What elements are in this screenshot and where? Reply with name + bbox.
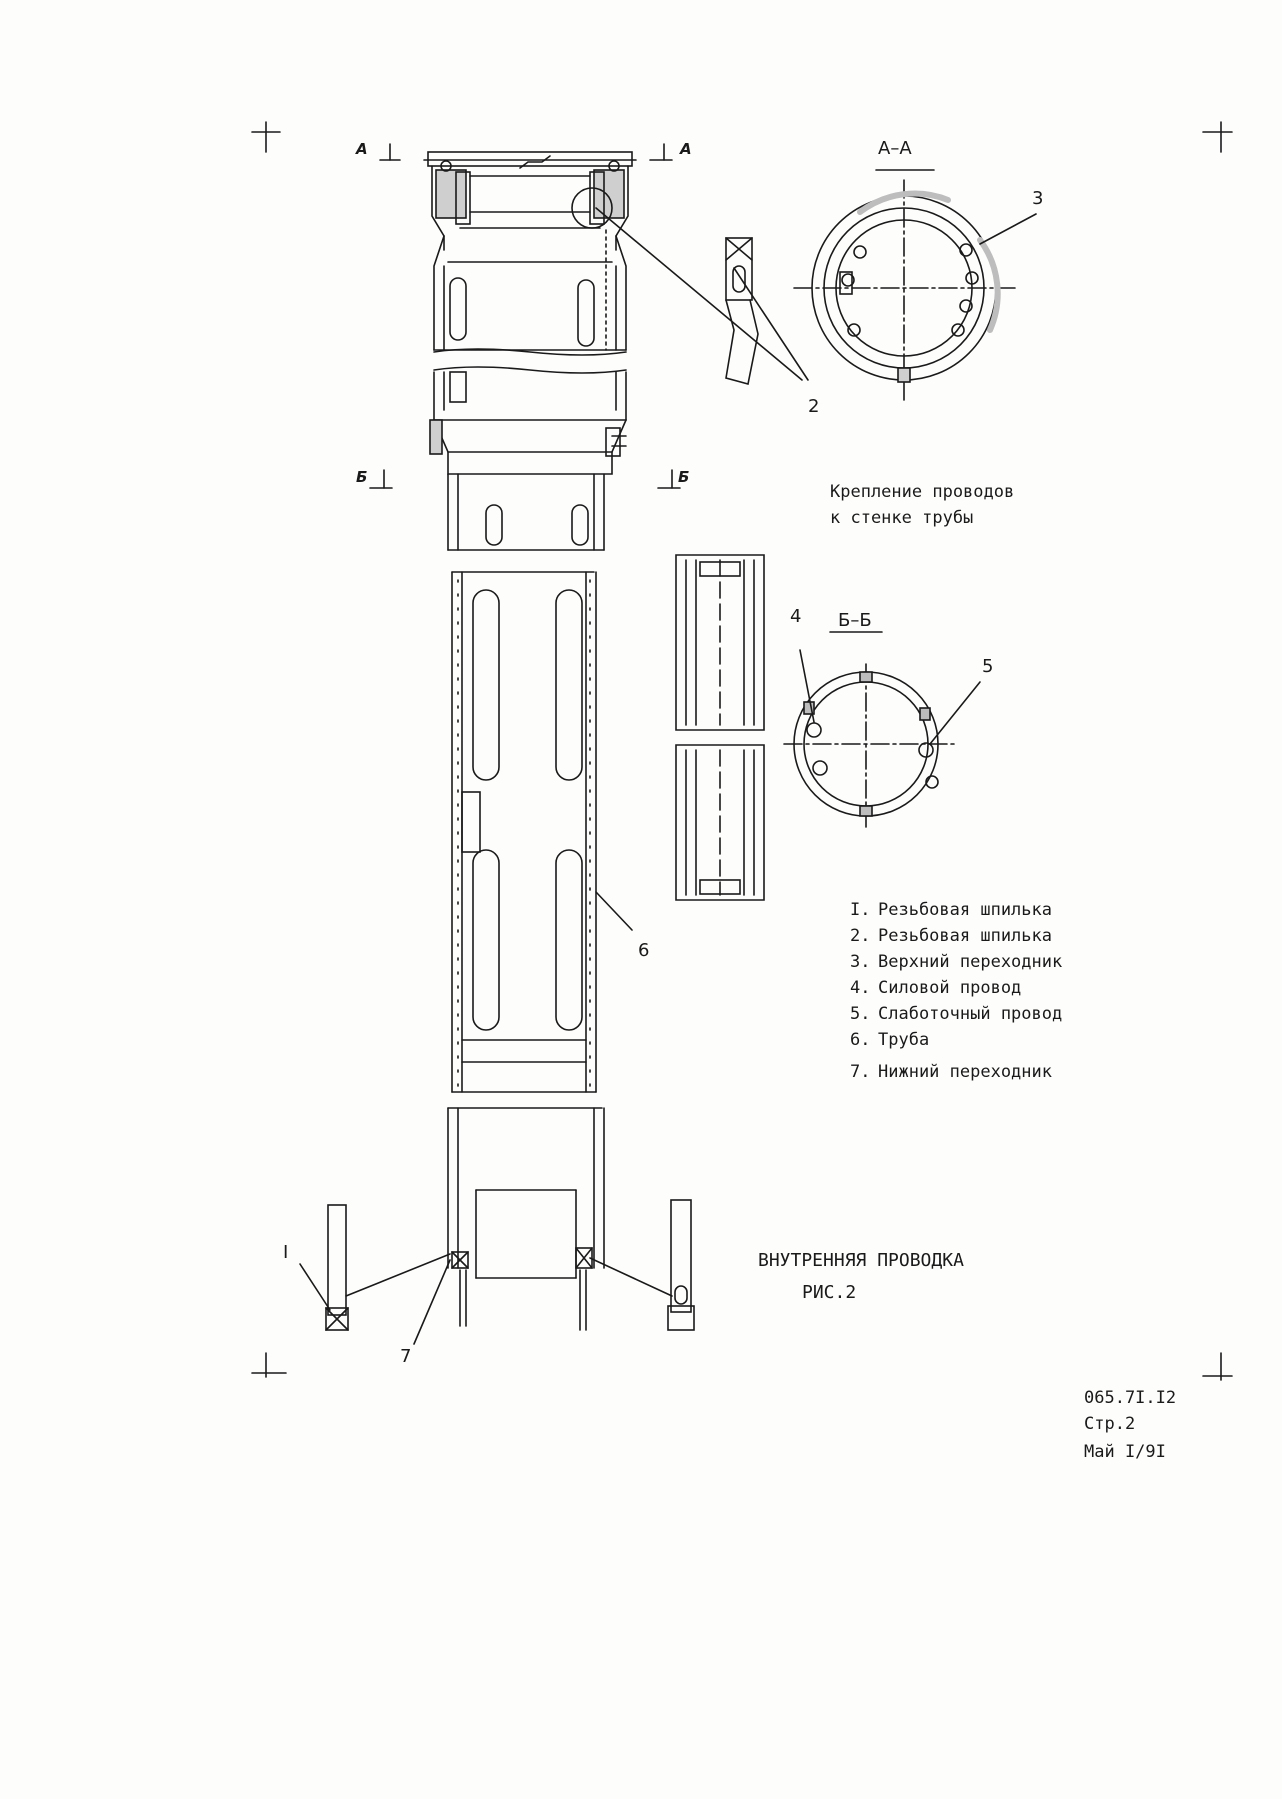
callout-1: I — [283, 1242, 289, 1263]
section-aa-title: А–А — [878, 138, 912, 159]
section-marks-bb — [369, 469, 681, 489]
tube-segment-upper — [447, 473, 605, 551]
figure-title: ВНУТРЕННЯЯ ПРОВОДКА — [758, 1250, 964, 1271]
upper-adapter — [433, 227, 627, 351]
section-label-b-left: Б — [356, 468, 368, 486]
lower-adapter — [447, 1107, 605, 1331]
legend-item: 2.Резьбовая шпилька — [850, 926, 1052, 946]
legend-item: 7.Нижний переходник — [850, 1062, 1052, 1082]
stud-left — [325, 1204, 349, 1331]
callout-5: 5 — [982, 656, 994, 677]
document-date: Май I/9I — [1084, 1442, 1166, 1462]
top-flange — [423, 151, 637, 251]
section-label-a-right: А — [680, 140, 692, 158]
legend-item: 6.Труба — [850, 1030, 930, 1050]
fastening-detail — [725, 237, 759, 385]
callout-6: 6 — [638, 940, 650, 961]
leader-lines — [299, 207, 1037, 1345]
tube-main — [451, 571, 597, 1093]
figure-number: РИС.2 — [802, 1282, 857, 1303]
legend-item: 4.Силовой провод — [850, 978, 1022, 998]
detail-circle — [571, 187, 613, 229]
section-aa-view — [793, 169, 1019, 401]
detail-caption-line-1: Крепление проводов — [830, 482, 1015, 502]
callout-7: 7 — [400, 1346, 412, 1367]
section-bb-view — [783, 631, 955, 831]
legend-item: I.Резьбовая шпилька — [850, 900, 1052, 920]
section-bb-title: Б–Б — [838, 610, 872, 631]
document-code: 065.7I.I2 — [1084, 1388, 1177, 1408]
section-marks-aa — [379, 143, 673, 161]
crop-mark-bottom-right — [1202, 1352, 1233, 1381]
legend-item: 3.Верхний переходник — [850, 952, 1063, 972]
legend-item: 5.Слаботочный провод — [850, 1004, 1063, 1024]
section-label-b-right: Б — [678, 468, 690, 486]
crop-mark-top-left — [251, 121, 281, 153]
stud-right — [667, 1199, 695, 1331]
callout-4: 4 — [790, 606, 802, 627]
detail-caption-line-2: к стенке трубы — [830, 508, 974, 528]
callout-2: 2 — [808, 396, 820, 417]
page-number: Стр.2 — [1084, 1414, 1136, 1434]
section-label-a-left: А — [356, 140, 368, 158]
callout-3: 3 — [1032, 188, 1044, 209]
crop-mark-bottom-left — [251, 1352, 287, 1378]
crop-mark-top-right — [1202, 121, 1233, 153]
break-1 — [433, 348, 627, 374]
middle-coupling — [429, 371, 627, 475]
parts-legend: I.Резьбовая шпилька 2.Резьбовая шпилька … — [850, 897, 1062, 1085]
wire-channel-detail — [675, 554, 765, 901]
